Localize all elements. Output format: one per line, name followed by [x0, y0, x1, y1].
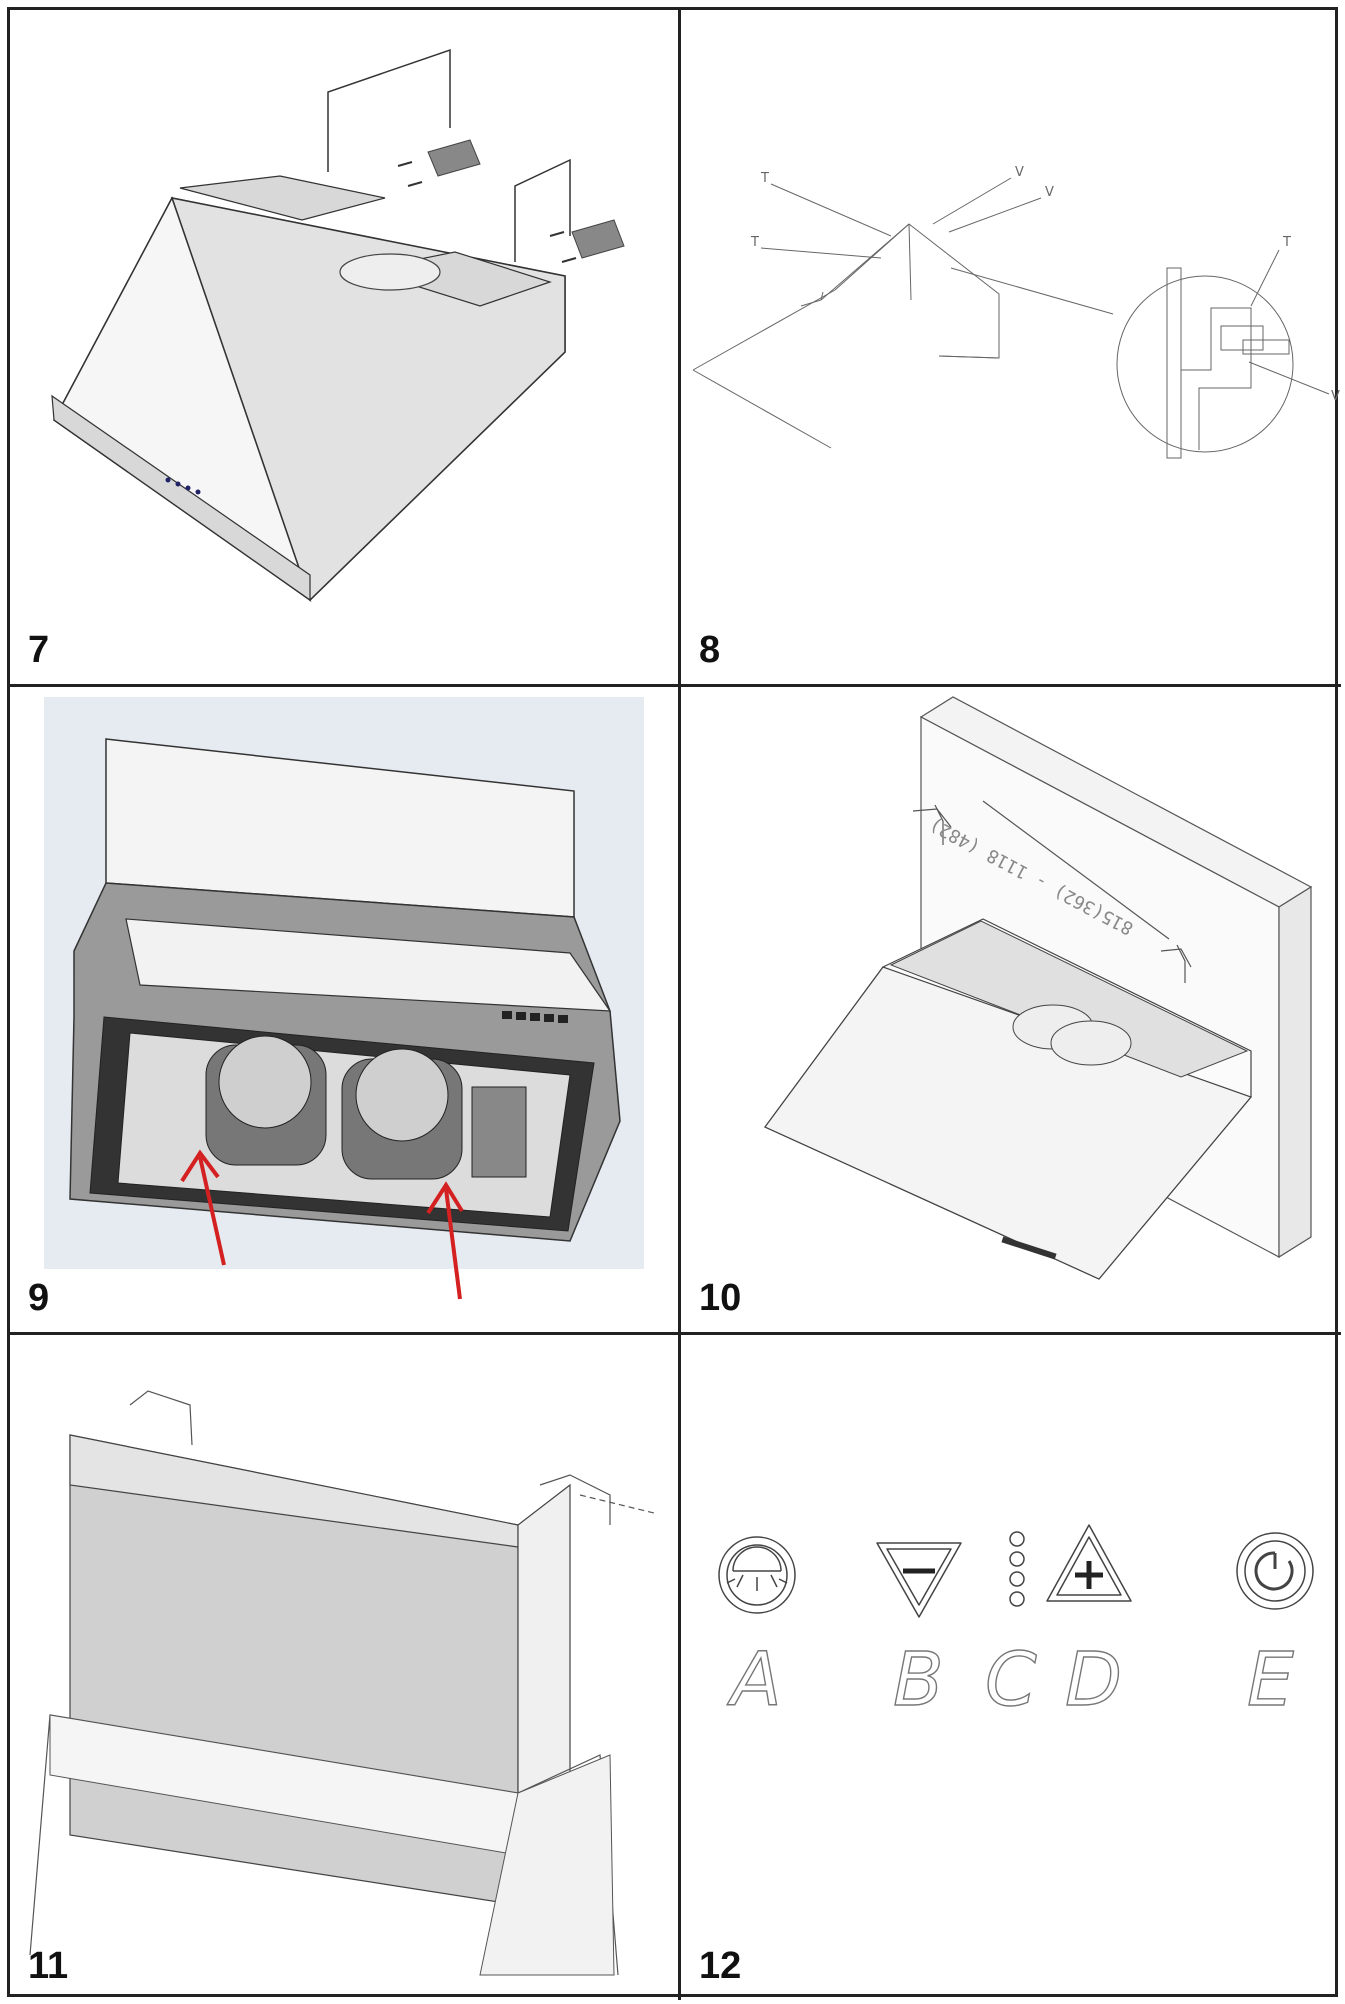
step-9-underside-illustration	[44, 697, 644, 1300]
light-icon	[718, 1536, 796, 1614]
step-number: 12	[699, 1945, 742, 1987]
control-letter-c: C	[985, 1637, 1037, 1723]
step-number: 10	[699, 1277, 742, 1319]
label-v-second: V	[1045, 185, 1054, 200]
label-t-left-top: T	[760, 171, 769, 186]
control-letter-e: E	[1247, 1637, 1294, 1723]
step-number: 9	[28, 1277, 50, 1319]
step-number: 8	[699, 629, 721, 671]
step-7-panel: 7	[10, 10, 678, 684]
step-9-panel: 9	[10, 684, 678, 1332]
speed-indicator-icon	[1009, 1531, 1025, 1607]
label-t-detail: T	[1282, 235, 1291, 250]
control-letter-b: B	[893, 1637, 944, 1723]
step-number: 11	[28, 1945, 69, 1987]
plus-icon	[1046, 1524, 1132, 1602]
step-10-wall-mount-illustration: 815(362) - 1118 (482)	[764, 696, 1313, 1280]
step-8-panel: T T V V T V 8	[678, 10, 1341, 684]
power-timer-icon	[1236, 1532, 1314, 1610]
step-11-chimney-illustration	[29, 1390, 655, 1976]
step-12-panel: A B C D E 12	[678, 1332, 1341, 2000]
step-11-panel: 11	[10, 1332, 678, 2000]
label-t-left-bottom: T	[750, 235, 759, 250]
step-number: 7	[28, 629, 50, 671]
control-letter-a: A	[727, 1637, 782, 1723]
step-10-panel: 815(362) - 1118 (482) 10	[678, 684, 1341, 1332]
instruction-grid: 7	[7, 7, 1341, 2000]
control-letter-d: D	[1065, 1637, 1122, 1723]
step-7-hood-illustration	[51, 48, 625, 602]
label-v-top: V	[1015, 165, 1024, 180]
step-8-bracket-diagram: T T V V T V	[692, 165, 1340, 459]
minus-icon	[876, 1542, 962, 1618]
step-12-control-panel: A B C D E	[718, 1524, 1314, 1724]
label-v-detail: V	[1331, 389, 1340, 404]
